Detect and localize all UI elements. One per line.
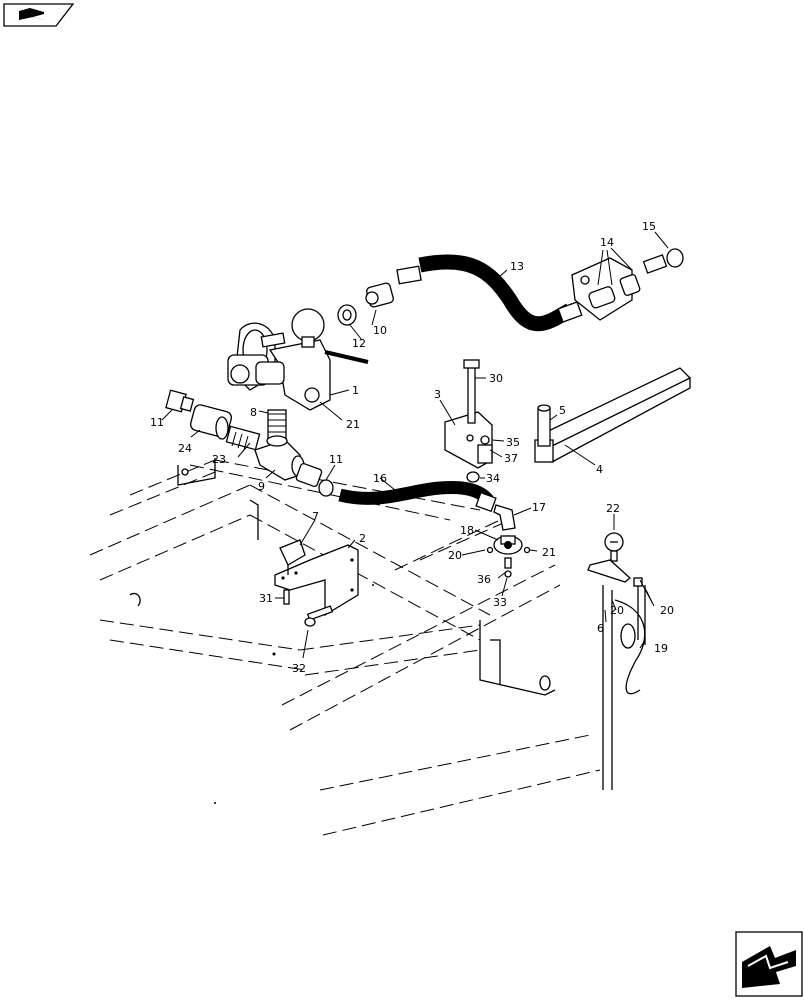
- callout-24: 24: [178, 442, 192, 455]
- next-page-arrow-icon[interactable]: [735, 931, 803, 997]
- callout-33: 33: [493, 596, 507, 609]
- fitting-12: [337, 304, 357, 326]
- callout-21-hitch: 21: [346, 418, 360, 431]
- leader-lines: [161, 231, 669, 659]
- callout-12: 12: [352, 337, 366, 350]
- trailer-frame: [89, 458, 601, 836]
- tee-9: [254, 435, 305, 481]
- hitch-valve-1: [227, 308, 369, 411]
- coupler-10: [365, 282, 394, 308]
- bracket-2: [274, 544, 359, 617]
- callout-20-mid: 20: [610, 604, 624, 617]
- callout-1: 1: [352, 384, 359, 397]
- callout-16: 16: [373, 472, 387, 485]
- callout-11-left: 11: [150, 416, 164, 429]
- tube-19: [614, 577, 646, 695]
- nav-book-icon[interactable]: [3, 3, 75, 27]
- callout-7: 7: [312, 510, 319, 523]
- callout-14: 14: [600, 236, 614, 249]
- plate-3: [444, 411, 493, 469]
- nut-34: [466, 471, 480, 483]
- gauge-22: [587, 532, 632, 583]
- callout-31: 31: [259, 592, 273, 605]
- callout-34: 34: [486, 472, 500, 485]
- callout-30: 30: [489, 372, 503, 385]
- hose-13: [396, 254, 583, 332]
- callout-22: 22: [606, 502, 620, 515]
- callout-23: 23: [212, 453, 226, 466]
- callout-9: 9: [258, 480, 265, 493]
- fitting-15: [642, 248, 684, 274]
- valve-bracket-14: [571, 257, 641, 321]
- callout-4: 4: [596, 463, 603, 476]
- fitting-11-right: [295, 462, 334, 497]
- callout-13: 13: [510, 260, 524, 273]
- callout-36: 36: [477, 573, 491, 586]
- callout-21-manifold: 21: [542, 546, 556, 559]
- bolt-30: [463, 359, 480, 424]
- callout-19: 19: [654, 642, 668, 655]
- bracket-7: [279, 539, 306, 575]
- manifold-18: [486, 535, 531, 578]
- callout-15: 15: [642, 220, 656, 233]
- callout-8: 8: [250, 406, 257, 419]
- hose-16: [338, 481, 497, 513]
- callout-20-manifold: 20: [448, 549, 462, 562]
- callout-2: 2: [359, 532, 366, 545]
- callout-18: 18: [460, 524, 474, 537]
- elbow-17: [493, 504, 516, 531]
- fitting-23: [225, 425, 261, 451]
- callout-35: 35: [506, 436, 520, 449]
- bolt-32: [304, 605, 334, 627]
- tube-6: [602, 585, 613, 790]
- callout-37: 37: [504, 452, 518, 465]
- fitting-11-left: [165, 389, 195, 413]
- callout-20-right: 20: [660, 604, 674, 617]
- callout-17: 17: [532, 501, 546, 514]
- callout-32: 32: [292, 662, 306, 675]
- callout-3: 3: [434, 388, 441, 401]
- callout-5: 5: [559, 404, 566, 417]
- callout-6: 6: [597, 622, 604, 635]
- callout-10: 10: [373, 324, 387, 337]
- bolt-31: [283, 589, 290, 605]
- callout-labels: 1 2 3 4 5 6 7 8 9 10 11 11 12 13 14 15 1…: [150, 220, 674, 675]
- callout-11-right: 11: [329, 453, 343, 466]
- filter-24: [189, 404, 233, 440]
- pin-5: [537, 404, 551, 447]
